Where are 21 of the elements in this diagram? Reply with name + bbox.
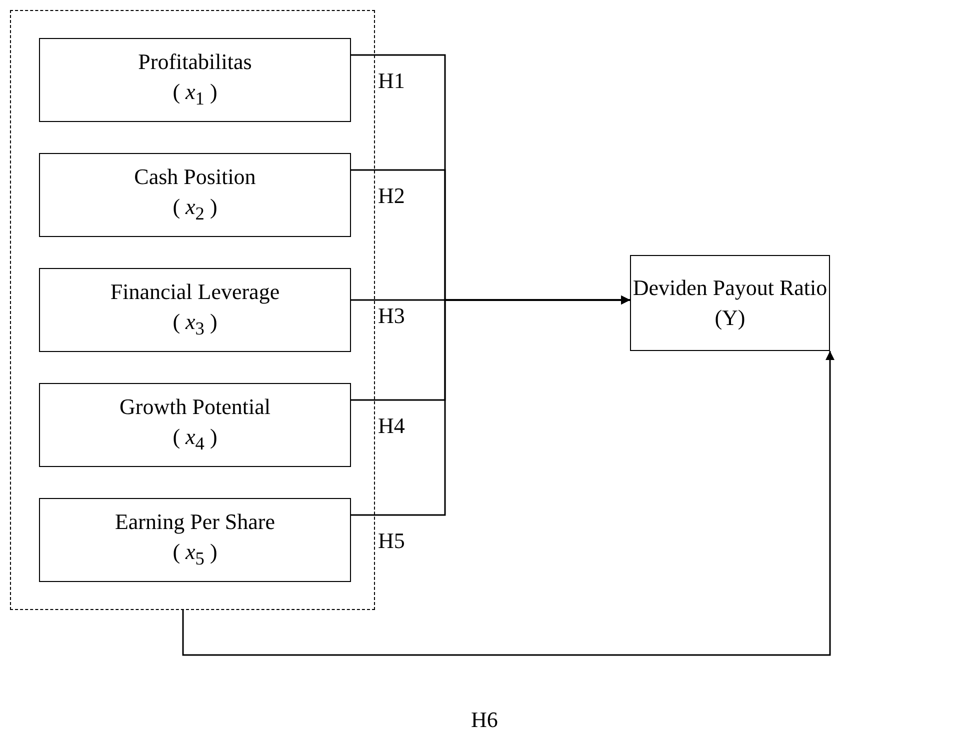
variable-name: Cash Position — [134, 162, 256, 191]
variable-box — [39, 38, 351, 122]
variable-box — [39, 153, 351, 237]
variable-box — [39, 268, 351, 352]
variable-symbol: ( x$_{1}$ ) — [172, 78, 218, 110]
arrow — [182, 351, 834, 656]
variable-name: Deviden Payout Ratio — [632, 274, 828, 302]
variable-name: Profitabilitas — [138, 48, 252, 76]
variable-symbol: (Y) — [714, 304, 746, 332]
variable-symbol: ( x$_{2}$ ) — [172, 192, 218, 226]
variable-symbol: ( x$_{3}$ ) — [172, 308, 218, 340]
variable-symbol: ( x$_{4}$ ) — [172, 422, 218, 456]
group-frame — [10, 10, 375, 610]
variable-name: Growth Potential — [120, 392, 270, 421]
variable-box — [39, 383, 351, 467]
arrow — [350, 296, 630, 516]
variable-symbol: ( x$_{5}$ ) — [172, 538, 218, 570]
variable-name: Financial Leverage — [110, 278, 280, 306]
outcome-box — [630, 255, 830, 351]
variable-name: Earning Per Share — [114, 508, 276, 536]
variable-box — [39, 498, 351, 582]
